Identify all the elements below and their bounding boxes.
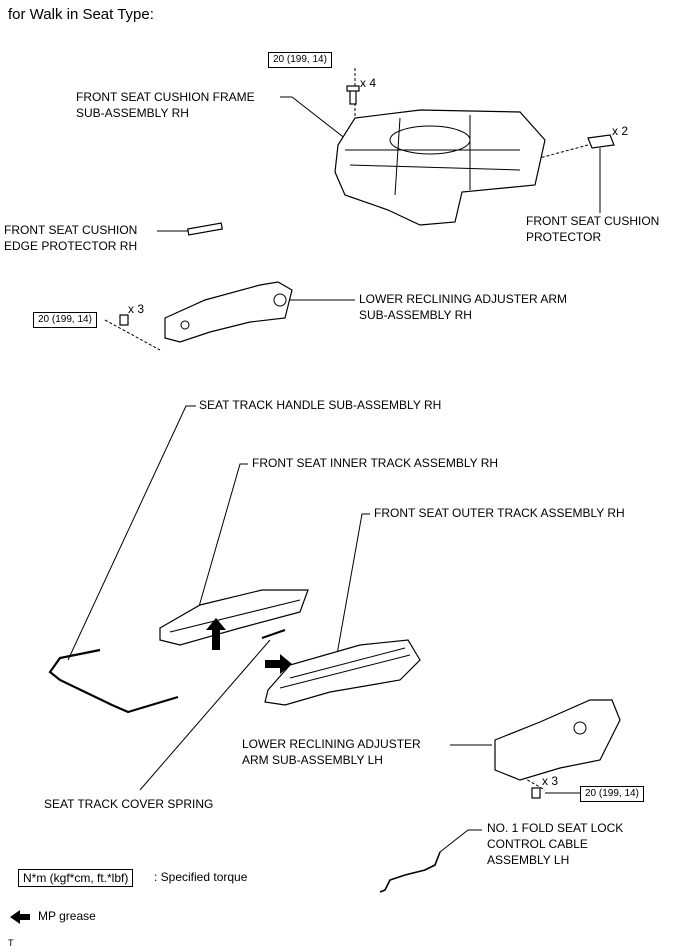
legend-grease-text: MP grease bbox=[38, 909, 96, 923]
leader-outer-track bbox=[335, 513, 370, 661]
cover-spring-drawing bbox=[261, 629, 286, 639]
grease-arrow-outer bbox=[265, 654, 292, 674]
label-cable-line1: NO. 1 FOLD SEAT LOCK bbox=[487, 821, 624, 835]
torque-box-cushion-bolt: 20 (199, 14) bbox=[268, 52, 332, 68]
torque-box-lower-arm-lh: 20 (199, 14) bbox=[580, 786, 644, 802]
grease-legend-arrow-icon bbox=[10, 910, 30, 924]
label-inner-track: FRONT SEAT INNER TRACK ASSEMBLY RH bbox=[252, 456, 499, 470]
lower-arm-lh-drawing bbox=[494, 699, 621, 799]
page-heading: for Walk in Seat Type: bbox=[8, 6, 154, 23]
cushion-protector-drawing bbox=[587, 134, 615, 149]
label-seat-track-handle: SEAT TRACK HANDLE SUB-ASSEMBLY RH bbox=[199, 398, 442, 412]
label-cushion-protector-line1: FRONT SEAT CUSHION bbox=[526, 214, 660, 228]
legend-torque-unit-box: N*m (kgf*cm, ft.*lbf) bbox=[18, 869, 134, 887]
label-cushion-frame-line2: SUB-ASSEMBLY RH bbox=[76, 106, 189, 120]
cushion-frame-drawing bbox=[334, 85, 546, 226]
label-cover-spring: SEAT TRACK COVER SPRING bbox=[44, 797, 214, 811]
label-cable-line3: ASSEMBLY LH bbox=[487, 853, 570, 867]
label-outer-track: FRONT SEAT OUTER TRACK ASSEMBLY RH bbox=[374, 506, 625, 520]
leader-cover-spring bbox=[139, 639, 271, 791]
label-lower-arm-lh-line1: LOWER RECLINING ADJUSTER bbox=[242, 737, 421, 751]
leader-cushion-frame bbox=[280, 96, 361, 151]
qty-x4: x 4 bbox=[360, 76, 377, 90]
outer-track-drawing bbox=[264, 639, 421, 706]
leader-cable bbox=[439, 829, 482, 853]
label-cushion-frame-line1: FRONT SEAT CUSHION FRAME bbox=[76, 90, 255, 104]
label-lower-arm-rh-line2: SUB-ASSEMBLY RH bbox=[359, 308, 472, 322]
label-edge-protector-line1: FRONT SEAT CUSHION bbox=[4, 223, 138, 237]
torque-box-lower-arm-rh: 20 (199, 14) bbox=[33, 312, 97, 328]
label-cable-line2: CONTROL CABLE bbox=[487, 837, 588, 851]
cable-drawing bbox=[379, 851, 441, 893]
leader-handle bbox=[67, 405, 196, 661]
handle-drawing bbox=[48, 648, 179, 714]
footer-mark: T bbox=[8, 938, 14, 948]
label-cushion-protector-line2: PROTECTOR bbox=[526, 230, 602, 244]
leader-bolt-x3-top bbox=[104, 319, 161, 351]
grease-arrow-inner bbox=[206, 618, 226, 650]
label-edge-protector-line2: EDGE PROTECTOR RH bbox=[4, 239, 138, 253]
edge-protector-drawing bbox=[187, 222, 223, 236]
leader-lines bbox=[67, 68, 601, 853]
legend-torque-text: : Specified torque bbox=[154, 870, 248, 884]
qty-x3-rh: x 3 bbox=[128, 302, 145, 316]
label-lower-arm-lh-line2: ARM SUB-ASSEMBLY LH bbox=[242, 753, 383, 767]
lower-arm-rh-drawing bbox=[119, 281, 293, 343]
qty-x3-lh: x 3 bbox=[542, 774, 559, 788]
label-lower-arm-rh-line1: LOWER RECLINING ADJUSTER ARM bbox=[359, 292, 568, 306]
qty-x2: x 2 bbox=[612, 124, 629, 138]
leader-inner-track bbox=[197, 463, 248, 611]
inner-track-drawing bbox=[159, 589, 309, 650]
